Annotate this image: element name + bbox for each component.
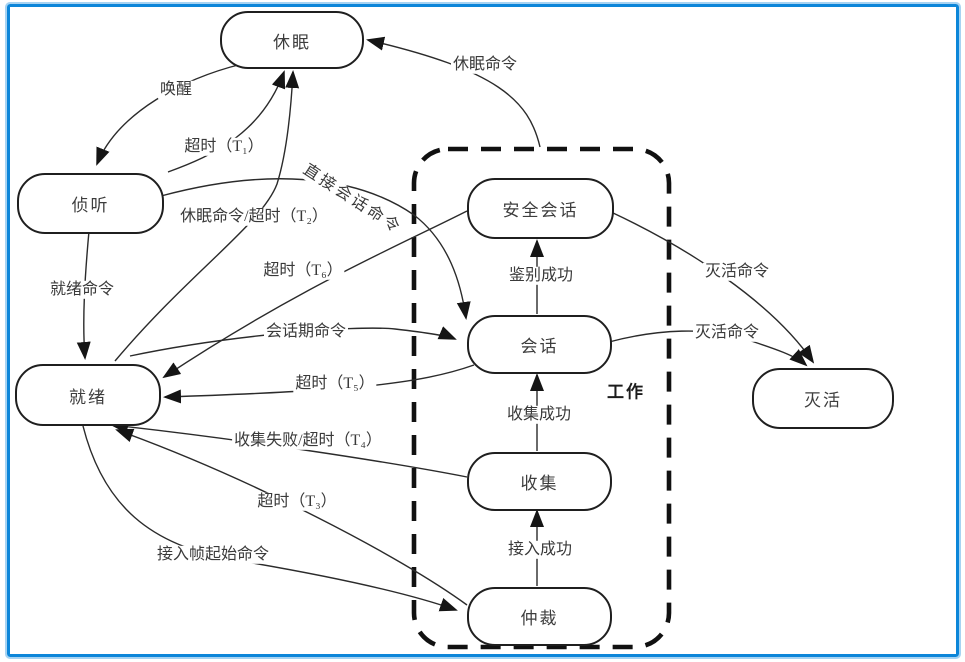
transition-label-timeout-t3: 超时（T₃） [255, 492, 339, 512]
transition-label-sleep-cmd: 休眠命令 [450, 55, 520, 75]
transition-label-deactivate-cmd-secure: 灭活命令 [702, 262, 772, 282]
transition-label-sleep-cmd-or-t2: 休眠命令/超时（T₂） [178, 207, 330, 227]
edge-sleep-cmd-or-t2 [114, 70, 300, 362]
edge-access-frame-start-cmd [82, 425, 458, 612]
blue-frame-border [5, 2, 961, 659]
transition-label-collect-success: 收集成功 [504, 405, 574, 425]
transition-label-access-success: 接入成功 [505, 540, 575, 560]
edge-wake [96, 63, 243, 166]
transition-label-session-cmd: 会话期命令 [263, 322, 349, 342]
state-collect: 收集 [467, 452, 612, 511]
transition-label-ready-cmd: 就绪命令 [47, 280, 117, 300]
edge-session-cmd [129, 326, 457, 357]
edge-direct-session-cmd [160, 178, 471, 320]
state-sleep: 休眠 [220, 11, 364, 69]
transition-label-timeout-t5: 超时（T₅） [293, 374, 377, 394]
state-session: 会话 [467, 315, 612, 374]
state-arbitrate: 仲裁 [467, 587, 612, 646]
transition-label-timeout-t1: 超时（T₁） [182, 137, 266, 157]
state-deactivated: 灭活 [752, 368, 894, 429]
transition-label-timeout-t6: 超时（T₆） [261, 261, 345, 281]
edge-sleep-cmd [366, 36, 541, 148]
state-ready: 就绪 [15, 364, 161, 426]
transition-label-wake: 唤醒 [157, 80, 195, 100]
edge-collect-fail-or-t4 [110, 419, 468, 478]
transition-label-deactivate-cmd-session: 灭活命令 [692, 323, 762, 343]
state-listen: 侦听 [17, 173, 164, 234]
working-group-label: 工作 [607, 382, 645, 402]
edge-timeout-t3 [115, 428, 468, 606]
edge-timeout-t6 [162, 210, 468, 379]
transition-label-collect-fail-or-t4: 收集失败/超时（T₄） [232, 431, 384, 451]
transition-label-auth-success: 鉴别成功 [506, 266, 576, 286]
transition-label-access-frame-start-cmd: 接入帧起始命令 [154, 545, 272, 565]
state-secure-session: 安全会话 [467, 178, 614, 239]
